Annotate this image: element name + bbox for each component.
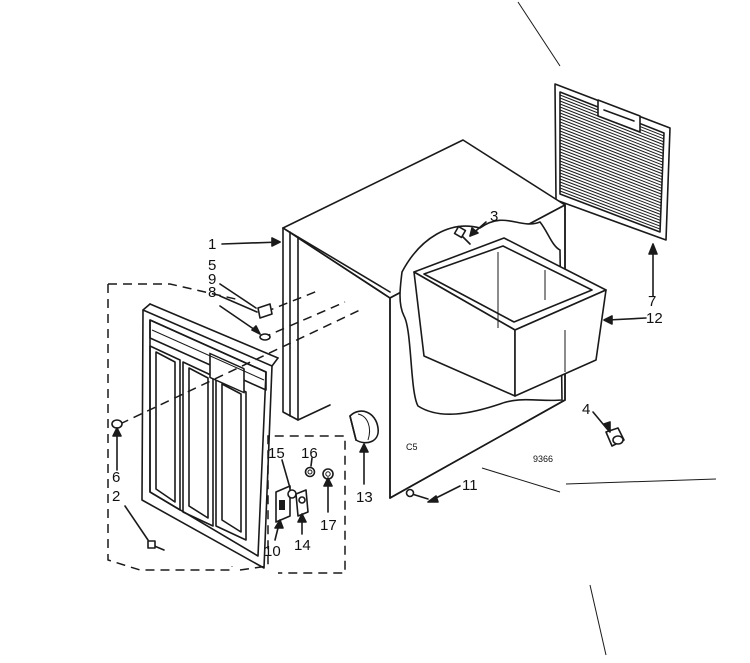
- base-pan: [413, 237, 607, 397]
- scan-artifact-line: [589, 584, 607, 656]
- callout-7: 7: [648, 293, 656, 310]
- part-11-screw: [405, 488, 429, 500]
- front-panel-assembly-outline: [107, 283, 346, 574]
- callout-14: 14: [294, 537, 311, 554]
- part-9-clip: [257, 303, 273, 319]
- alignment-line: [264, 289, 321, 313]
- callout-9: 9: [208, 271, 216, 288]
- rear-grille: [554, 83, 671, 241]
- callout-3: 3: [490, 208, 498, 225]
- part-2-screw: [147, 540, 165, 551]
- callout-5: 5: [208, 257, 216, 274]
- part-14-bracket: [295, 489, 309, 517]
- part-3-screw: [453, 225, 471, 245]
- callout-16: 16: [301, 445, 318, 462]
- callout-1: 1: [208, 236, 216, 253]
- scan-artifact-line: [517, 1, 561, 67]
- part-6-plug: [111, 419, 123, 429]
- callout-8: 8: [208, 284, 216, 301]
- callout-4: 4: [582, 401, 590, 418]
- callout-12: 12: [646, 310, 663, 327]
- part-16-nut: [304, 466, 316, 478]
- callout-15: 15: [268, 445, 285, 462]
- callout-13: 13: [356, 489, 373, 506]
- leader-lines: [112, 221, 658, 541]
- front-panel: [141, 303, 279, 569]
- part-8-plug: [259, 333, 271, 341]
- callout-6: 6: [112, 469, 120, 486]
- part-15-nut: [287, 489, 297, 499]
- part-13-knob: [349, 410, 379, 444]
- scan-artifact-line: [565, 478, 717, 485]
- callout-17: 17: [320, 517, 337, 534]
- part-10-switch: [275, 485, 291, 523]
- alignment-line: [261, 301, 346, 339]
- drawing-number: 9366: [533, 454, 553, 464]
- callout-10: 10: [264, 543, 281, 560]
- callout-11: 11: [462, 477, 478, 494]
- callout-2: 2: [112, 488, 120, 505]
- scan-artifact-line: [481, 467, 561, 493]
- cabinet-mark: C5: [406, 442, 418, 452]
